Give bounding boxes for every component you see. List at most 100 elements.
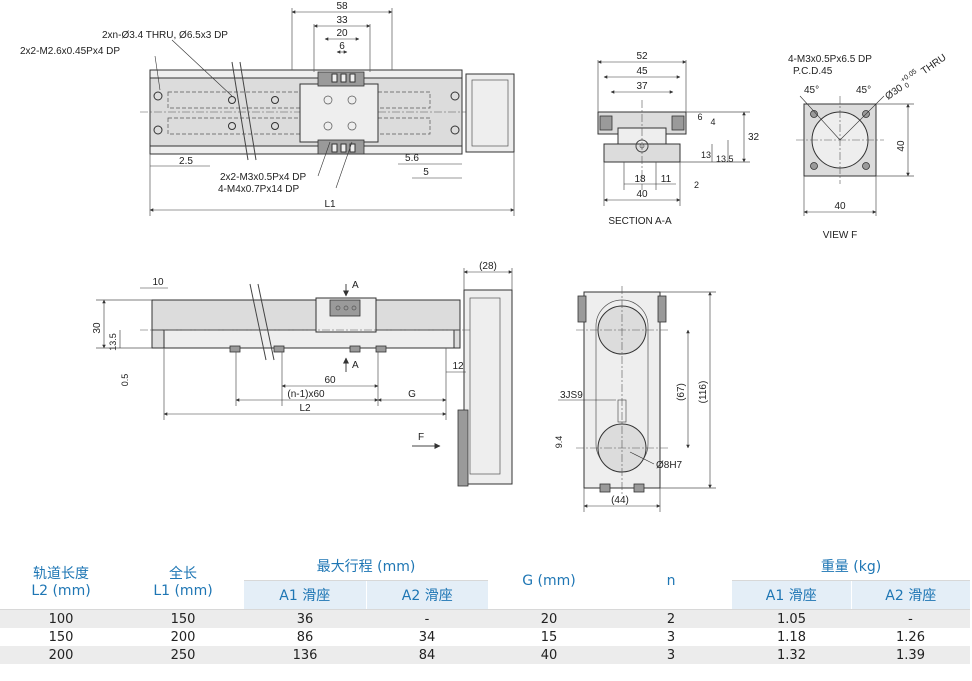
end-dim-67: (67) (676, 383, 687, 401)
side-dim-n60: (n-1)x60 (287, 389, 325, 400)
side-dim-13-5: 13.5 (108, 333, 118, 351)
total-length-unit: L1 (mm) (153, 582, 213, 599)
dim-5-6: 5.6 (405, 153, 419, 164)
sec-dim-37: 37 (636, 81, 648, 92)
note-thru: 2xn-Ø3.4 THRU, Ø6.5x3 DP (102, 30, 228, 41)
end-note-3js9: 3JS9 (560, 390, 583, 401)
sec-dim-40: 40 (636, 189, 648, 200)
side-dim-60: 60 (324, 375, 336, 386)
end-dim-44: (44) (611, 495, 629, 506)
side-dim-g: G (408, 389, 416, 400)
cell-l1: 150 (122, 609, 244, 628)
cell-l1: 200 (122, 628, 244, 646)
col-stroke-a1: A1 滑座 (244, 580, 366, 610)
side-a-bottom: A (352, 360, 359, 371)
viewf-note-m3: 4-M3x0.5Px6.5 DP (788, 54, 872, 65)
spec-table: 轨道长度 L2 (mm) 全长 L1 (mm) 最大行程 (mm) G (mm)… (0, 552, 970, 664)
cell-stroke-a2: 84 (366, 646, 488, 664)
viewf-caption: VIEW F (823, 230, 857, 241)
rail-length-unit: L2 (mm) (31, 582, 91, 599)
viewf-angle-right: 45° (856, 85, 871, 96)
side-a-top: A (352, 280, 359, 291)
section-a-a: 52 45 37 6 4 32 13 13.5 18 11 40 2 SECTI… (597, 51, 760, 227)
sec-dim-52: 52 (636, 51, 648, 62)
top-view: 58 33 20 6 2xn-Ø3.4 THRU, Ø6.5x3 DP 2x2-… (20, 1, 515, 216)
sec-dim-18: 18 (634, 174, 646, 185)
cell-g: 40 (488, 646, 610, 664)
sec-dim-13: 13 (701, 150, 711, 160)
col-weight-a1: A1 滑座 (732, 580, 851, 610)
side-dim-0-5: 0.5 (120, 374, 130, 387)
side-dim-10: 10 (152, 277, 164, 288)
note-m3: 2x2-M3x0.5Px4 DP (220, 172, 306, 183)
col-n: n (610, 552, 732, 610)
col-total-length: 全长 L1 (mm) (122, 552, 244, 610)
col-g: G (mm) (488, 552, 610, 610)
cell-g: 20 (488, 609, 610, 628)
sec-dim-4: 4 (710, 117, 715, 127)
col-weight-a2: A2 滑座 (850, 580, 970, 610)
end-dim-9-4: 9.4 (554, 436, 564, 449)
cell-n: 2 (610, 609, 732, 628)
side-dim-30: 30 (92, 322, 103, 334)
cell-stroke-a1: 36 (244, 609, 366, 628)
cell-l1: 250 (122, 646, 244, 664)
rail-length-label: 轨道长度 (33, 565, 89, 582)
side-label-f: F (418, 432, 424, 443)
side-dim-28: (28) (479, 261, 497, 272)
cell-g: 15 (488, 628, 610, 646)
dim-2-5: 2.5 (179, 156, 193, 167)
sec-dim-13-5: 13.5 (716, 154, 734, 164)
total-length-label: 全长 (169, 565, 197, 582)
cell-stroke-a1: 86 (244, 628, 366, 646)
viewf-thru-suffix: THRU (919, 52, 948, 77)
end-note-8h7: Ø8H7 (656, 460, 683, 471)
dim-6: 6 (339, 41, 345, 52)
dim-20: 20 (336, 28, 348, 39)
side-dim-12: 12 (452, 361, 464, 372)
table-row: 200 250 136 84 40 3 1.32 1.39 (0, 646, 970, 664)
viewf-tol-upper: +0.05 (900, 68, 919, 84)
view-f: 4-M3x0.5Px6.5 DP P.C.D.45 45° 45° Ø30 +0… (788, 52, 949, 241)
viewf-tol-lower: 0 (904, 82, 911, 90)
viewf-pcd: P.C.D.45 (793, 66, 833, 77)
cell-l2: 200 (0, 646, 122, 664)
col-max-stroke: 最大行程 (mm) (244, 552, 488, 581)
dim-5: 5 (423, 167, 429, 178)
col-stroke-a2: A2 滑座 (365, 580, 488, 610)
col-rail-length: 轨道长度 L2 (mm) (0, 552, 122, 610)
sec-dim-2: 2 (694, 180, 699, 190)
viewf-thru: Ø30 (883, 82, 905, 102)
col-weight: 重量 (kg) (732, 552, 970, 581)
sec-dim-11: 11 (661, 174, 672, 185)
cell-stroke-a2: - (366, 609, 488, 628)
sec-dim-6: 6 (697, 112, 702, 122)
sec-dim-45: 45 (636, 66, 648, 77)
dim-58: 58 (336, 1, 348, 12)
viewf-dim-40-v: 40 (896, 140, 907, 152)
cell-stroke-a1: 136 (244, 646, 366, 664)
side-view: A A 10 30 13.5 0.5 60 (n-1)x60 G L2 12 (92, 261, 513, 487)
section-caption: SECTION A-A (608, 216, 672, 227)
sec-dim-32: 32 (748, 132, 760, 143)
table-row: 100 150 36 - 20 2 1.05 - (0, 609, 970, 628)
cell-l2: 150 (0, 628, 122, 646)
cell-weight-a2: - (851, 609, 970, 628)
dim-l1: L1 (324, 199, 336, 210)
side-dim-l2: L2 (299, 403, 311, 414)
cell-n: 3 (610, 646, 732, 664)
cell-stroke-a2: 34 (366, 628, 488, 646)
end-dim-116: (116) (698, 381, 709, 404)
note-m26: 2x2-M2.6x0.45Px4 DP (20, 46, 120, 57)
cell-weight-a1: 1.18 (732, 628, 851, 646)
viewf-dim-40-h: 40 (834, 201, 846, 212)
cell-weight-a1: 1.32 (732, 646, 851, 664)
cell-n: 3 (610, 628, 732, 646)
cell-l2: 100 (0, 609, 122, 628)
cell-weight-a2: 1.39 (851, 646, 970, 664)
cell-weight-a1: 1.05 (732, 609, 851, 628)
viewf-angle-left: 45° (804, 85, 819, 96)
cell-weight-a2: 1.26 (851, 628, 970, 646)
note-m4: 4-M4x0.7Px14 DP (218, 184, 299, 195)
table-row: 150 200 86 34 15 3 1.18 1.26 (0, 628, 970, 646)
